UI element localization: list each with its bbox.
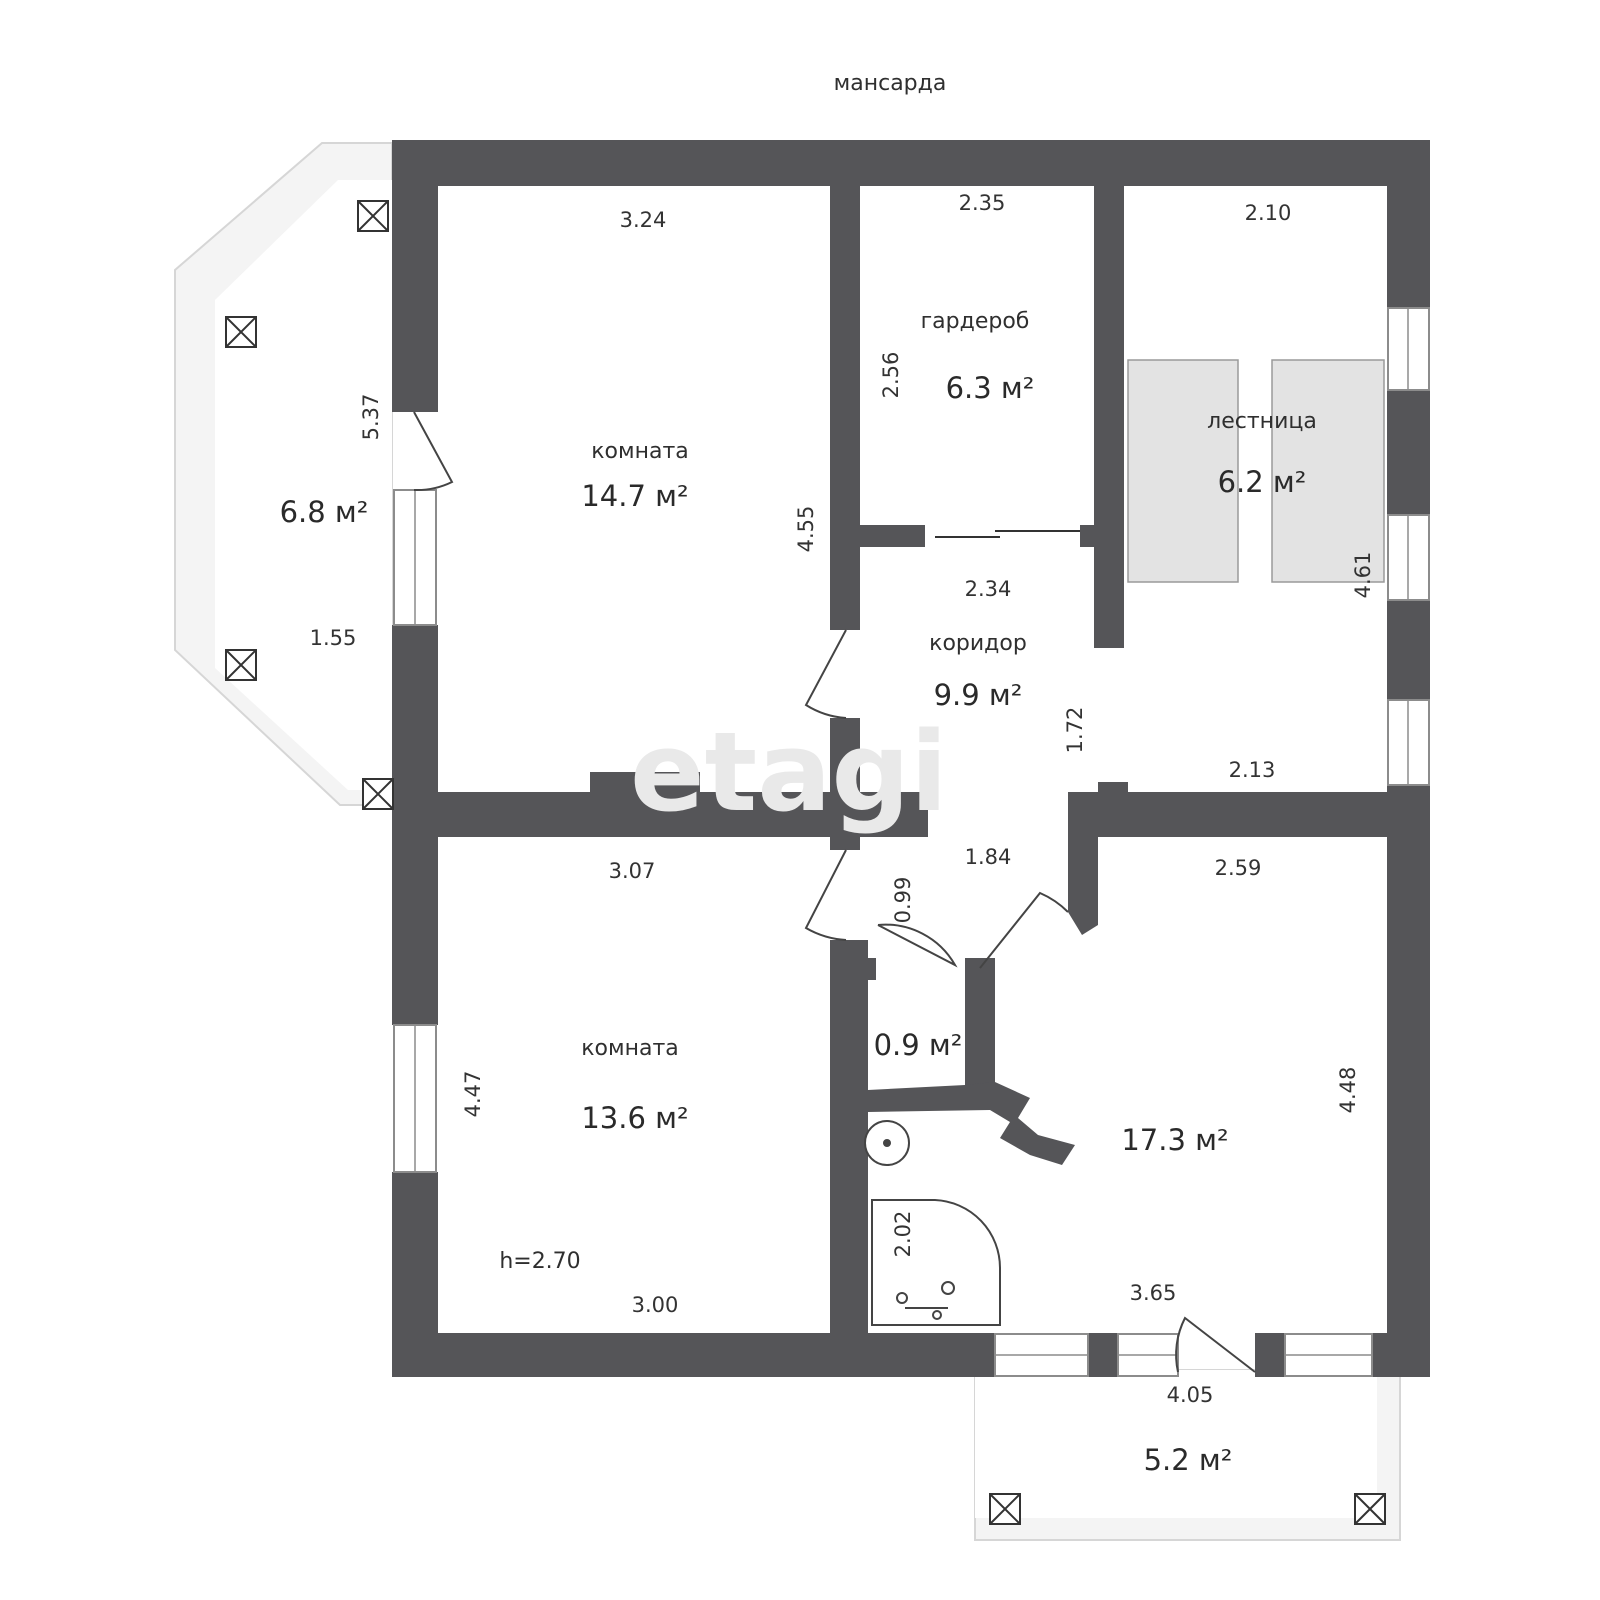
room-label: комната (581, 1036, 679, 1061)
wall-left-rooms-divider (830, 940, 868, 1333)
dimension-label: 2.59 (1215, 856, 1262, 880)
dimension-label: 1.72 (1063, 707, 1087, 754)
wall-right-3 (1387, 600, 1430, 700)
dimension-label: 2.35 (959, 191, 1006, 215)
dimension-label: 2.34 (965, 577, 1012, 601)
room-area: 0.9 м² (874, 1028, 963, 1062)
wall-wardrobe-bottom-l (860, 525, 925, 547)
door-balcony-bottom (1175, 1316, 1256, 1373)
dimension-label: 4.47 (461, 1071, 485, 1118)
wall-wardrobe-bottom-r (1080, 525, 1094, 547)
room-area: 9.9 м² (934, 678, 1023, 712)
dimension-label: 0.99 (891, 877, 915, 924)
dimension-label: 3.24 (620, 208, 667, 232)
stair-flight-right (1271, 359, 1385, 583)
wall-mid-right-stub (1098, 782, 1128, 794)
light-fixture-icon (362, 778, 394, 810)
wall-wc-bottom (868, 1082, 1075, 1165)
wall-wc-top-stub (868, 958, 876, 980)
door-room-top (804, 629, 847, 719)
room-area: 14.7 м² (581, 479, 688, 513)
wall-bottom-mid2 (1255, 1333, 1285, 1377)
ceiling-height: h=2.70 (499, 1249, 580, 1274)
stair-flight-left (1127, 359, 1239, 583)
wall-right-4 (1387, 785, 1430, 1377)
left-balcony-inner (215, 180, 392, 790)
floor-title: мансарда (834, 71, 947, 96)
wall-top (392, 140, 1430, 186)
dimension-label: 4.48 (1336, 1067, 1360, 1114)
room-area: 5.2 м² (1144, 1443, 1233, 1477)
light-fixture-icon (225, 316, 257, 348)
watermark: etagi (630, 708, 948, 836)
wall-bedroom-angled (1068, 837, 1098, 935)
dimension-label: 4.55 (794, 506, 818, 553)
wall-right-1 (1387, 140, 1430, 308)
dimension-label: 3.65 (1130, 1281, 1177, 1305)
dimension-label: 2.13 (1229, 758, 1276, 782)
room-label: лестница (1207, 409, 1317, 434)
wall-wc-right (965, 958, 995, 1098)
bottom-balcony-inner (975, 1370, 1377, 1518)
room-area: 6.2 м² (1218, 465, 1307, 499)
dimension-label: 2.10 (1245, 201, 1292, 225)
door-wc (877, 923, 958, 968)
wall-left-upper (392, 140, 438, 412)
wall-left-mid (392, 625, 438, 1025)
wall-bottom-mid (1088, 1333, 1118, 1377)
dimension-label: 4.05 (1167, 1383, 1214, 1407)
light-fixture-icon (357, 200, 389, 232)
light-fixture-icon (225, 649, 257, 681)
room-area: 6.3 м² (946, 371, 1035, 405)
dimension-label: 1.84 (965, 845, 1012, 869)
door-balcony (413, 411, 454, 492)
light-fixture-icon (989, 1493, 1021, 1525)
room-area: 17.3 м² (1121, 1123, 1228, 1157)
room-label: коридор (929, 631, 1027, 656)
room-area: 13.6 м² (581, 1101, 688, 1135)
room-area: 6.8 м² (280, 495, 369, 529)
dimension-label: 3.00 (632, 1293, 679, 1317)
wall-mid-right (1068, 792, 1387, 837)
door-room-bottom (804, 849, 847, 941)
dimension-label: 5.37 (359, 394, 383, 441)
dimension-label: 3.07 (609, 859, 656, 883)
wall-mid-horizontal (438, 792, 928, 837)
door-bedroom (979, 891, 1069, 969)
wall-wardrobe-stairs (1094, 186, 1124, 648)
dimension-label: 2.56 (879, 352, 903, 399)
wall-bottom-right (1372, 1333, 1430, 1377)
light-fixture-icon (1354, 1493, 1386, 1525)
wall-right-2 (1387, 390, 1430, 515)
wall-bottom-left (392, 1333, 995, 1377)
wall-mid-bump (590, 772, 700, 794)
wall-room-wardrobe (830, 186, 860, 630)
dimension-label: 2.02 (891, 1211, 915, 1258)
dimension-label: 4.61 (1351, 552, 1375, 599)
dimension-label: 1.55 (310, 626, 357, 650)
room-label: гардероб (921, 309, 1030, 334)
room-label: комната (591, 439, 689, 464)
